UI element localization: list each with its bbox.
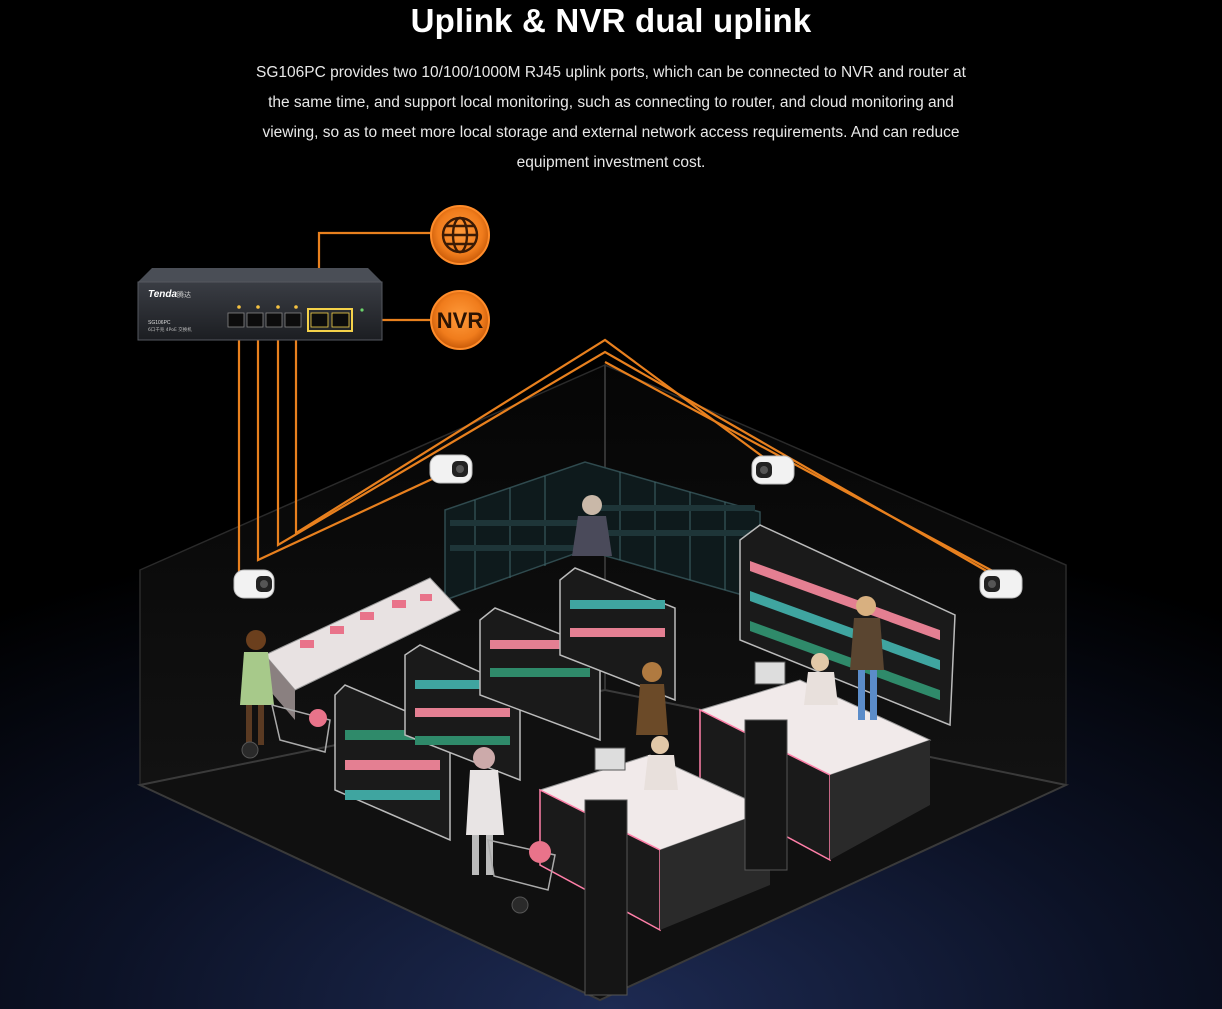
nvr-node: NVR xyxy=(431,291,489,349)
nvr-label: NVR xyxy=(437,308,484,333)
security-camera xyxy=(234,570,274,598)
poe-switch: Tenda 腾达 SG106PC 6口千兆 4PoE 交换机 xyxy=(138,268,382,340)
security-camera xyxy=(430,455,472,483)
switch-brand: Tenda xyxy=(148,289,178,300)
security-camera xyxy=(980,570,1022,598)
switch-model: SG106PC xyxy=(148,320,171,326)
switch-brand-cn: 腾达 xyxy=(177,290,191,299)
internet-node xyxy=(431,206,489,264)
switch-model-desc: 6口千兆 4PoE 交换机 xyxy=(148,326,192,333)
security-camera xyxy=(752,456,794,484)
